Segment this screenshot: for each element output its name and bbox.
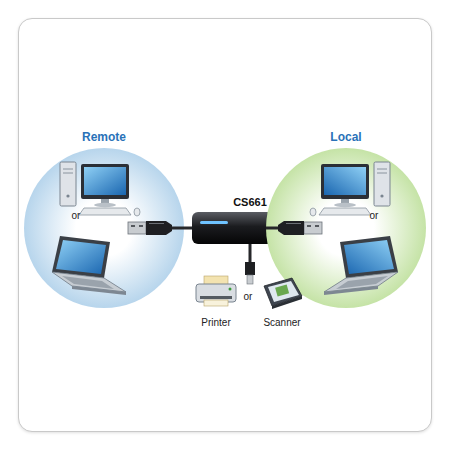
- device-caption: Scanner: [263, 317, 300, 328]
- zone-heading: CS661: [233, 196, 267, 208]
- usb-cable: [184, 228, 192, 229]
- zone-heading: Remote: [82, 130, 126, 144]
- device-caption: Printer: [201, 317, 230, 328]
- or-text: or: [72, 210, 81, 221]
- or-text: or: [370, 210, 379, 221]
- zone-heading: Local: [330, 130, 361, 144]
- or-text: or: [244, 291, 253, 302]
